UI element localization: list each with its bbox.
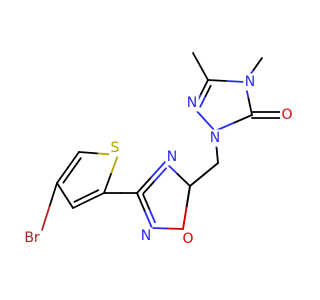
bond-c2-c3-double <box>85 189 100 197</box>
bond-c3-c4 <box>64 194 74 209</box>
atom-sulfur: S <box>111 140 120 156</box>
label-halo <box>243 73 257 91</box>
bond-c5-n1 <box>232 114 253 124</box>
label-halo <box>165 148 179 166</box>
bond-oxa-n2-c3-double <box>148 207 156 224</box>
atom-bromine: Br <box>24 230 40 246</box>
atom-nitrogen-oxadiazole-top: N <box>167 149 177 165</box>
bond-c3-n4 <box>207 79 228 82</box>
bond-oxa-c3-n4-double <box>153 167 167 182</box>
bond-oxa-n2-c3 <box>136 192 146 212</box>
molecule-structure-diagram: Br S N N O N N N O <box>22 52 295 248</box>
bond-oxa-c3-n4-double <box>142 179 156 195</box>
bond-c3-methyl <box>199 65 209 81</box>
bond-oxa-o1-n2 <box>151 227 169 230</box>
label-halo <box>139 227 153 245</box>
bond-ch2-n1 <box>215 146 219 164</box>
bond-c5-s <box>78 151 100 155</box>
atom-oxygen-oxadiazole: O <box>182 231 193 247</box>
atom-nitrogen-oxadiazole-bottom: N <box>141 228 151 244</box>
bond-s-c2 <box>103 173 112 194</box>
bond-c4-c5-double <box>71 157 82 172</box>
atom-nitrogen-triazole-4: N <box>245 74 255 90</box>
label-halo <box>109 139 122 157</box>
bond-c4-c5-double <box>62 169 73 184</box>
bond-c3-n4 <box>225 80 246 83</box>
bond-oxa-ch2 <box>189 173 205 187</box>
bond-c2-c3 <box>87 192 105 202</box>
bond-oxa-n4-c5 <box>176 173 191 187</box>
bond-oxa-c3-n4 <box>150 161 166 179</box>
bond-c4-c5 <box>67 151 80 169</box>
bond-oxa-o1-n2 <box>166 227 184 230</box>
bond-oxa-ch2 <box>203 162 219 176</box>
atom-label-layer: Br S N N O N N N O <box>22 73 295 248</box>
bond-oxa-n2-c3 <box>143 209 153 229</box>
bond-n1-n2 <box>203 118 216 132</box>
label-halo <box>279 106 295 124</box>
bond-c3-methyl <box>192 52 202 68</box>
bond-oxa-c5-o1-hidden <box>185 185 191 209</box>
bond-c3-c4 <box>56 182 66 197</box>
bond-n2-c3-double <box>199 95 207 108</box>
atom-nitrogen-triazole-2: N <box>187 95 197 111</box>
bond-c4-c5 <box>56 166 69 184</box>
bond-oxa-c3-n4 <box>136 176 152 194</box>
label-halo <box>208 129 222 147</box>
bond-oxa-n2-c3-double <box>142 193 150 210</box>
bond-n2-c3-double <box>204 84 212 98</box>
label-halo <box>22 229 42 247</box>
bond-c4-br <box>48 182 58 208</box>
bond-s-c2 <box>110 154 119 175</box>
label-halo <box>185 94 199 112</box>
bond-c4-br <box>41 205 51 231</box>
bond-oxa-c5-o1-hidden <box>182 206 188 230</box>
bond-n2-c3 <box>200 79 209 95</box>
label-halo <box>180 230 196 248</box>
bond-n4-methyl <box>252 57 263 71</box>
bond-c2-c3-double <box>73 195 88 203</box>
atom-nitrogen-triazole-1: N <box>210 130 220 146</box>
atom-oxygen-carbonyl: O <box>281 107 292 123</box>
bond-c2-c3 <box>72 199 90 209</box>
